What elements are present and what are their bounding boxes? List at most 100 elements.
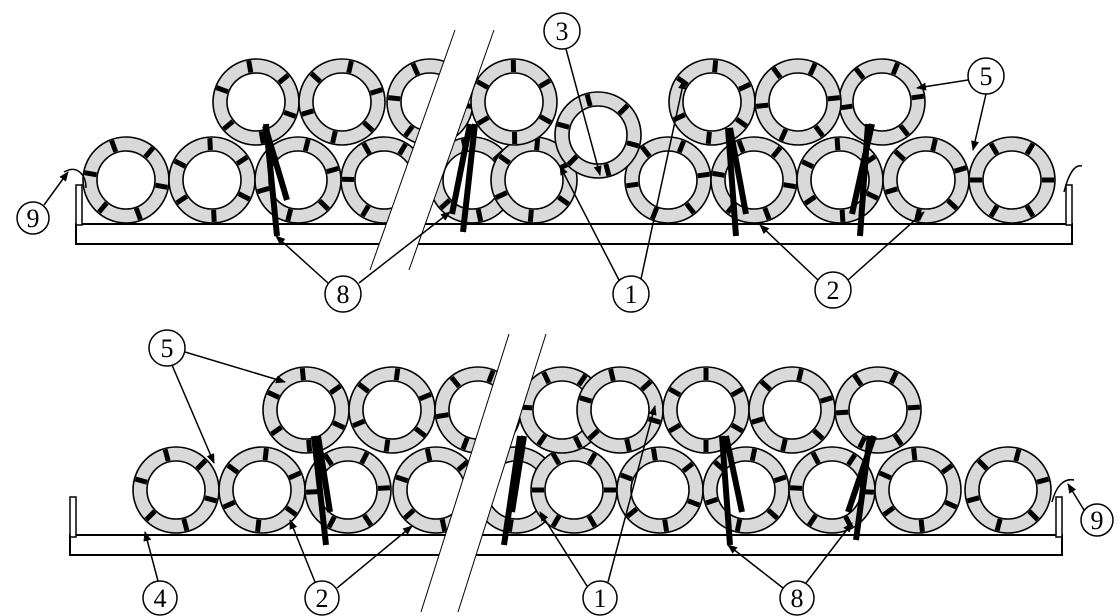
ring-mark	[705, 496, 719, 506]
ring-mark	[734, 518, 743, 532]
coil-ring	[968, 136, 1056, 224]
ring-mark	[439, 518, 448, 532]
ring-mark	[109, 139, 119, 153]
coil-ring	[624, 136, 712, 224]
coil-ring	[132, 446, 220, 534]
ring-mark	[625, 506, 639, 519]
ring-mark	[619, 472, 633, 482]
strapping-bar	[723, 435, 745, 513]
ring-mark	[697, 171, 710, 179]
ring-mark	[323, 453, 334, 467]
ring-mark	[946, 198, 959, 211]
strapping-bar	[460, 123, 478, 233]
ring-mark	[536, 433, 548, 447]
ring-mark	[640, 379, 653, 392]
ring-mark	[803, 194, 817, 206]
top-break-band	[370, 30, 494, 270]
svg-text:3: 3	[556, 17, 569, 46]
ring-mark	[712, 59, 719, 73]
coil-ring	[748, 366, 836, 454]
ring-mark	[84, 170, 97, 178]
coil-ring	[834, 366, 922, 454]
ring-mark	[283, 109, 297, 119]
top-pallet-left-post	[75, 184, 83, 226]
ring-mark	[538, 78, 552, 89]
ring-mark	[357, 382, 370, 394]
ring-mark	[738, 82, 752, 92]
ring-mark	[730, 422, 744, 434]
svg-text:2: 2	[827, 276, 840, 305]
top-pallet-right-post	[1065, 184, 1073, 226]
ring-mark	[736, 139, 746, 153]
ring-mark	[796, 368, 804, 382]
ring-mark	[647, 416, 661, 425]
top-callout-5: 5	[916, 57, 1005, 151]
ring-mark	[246, 60, 254, 73]
ring-mark	[418, 391, 432, 402]
ring-mark	[155, 182, 168, 190]
strapping-bar	[719, 435, 733, 546]
ring-mark	[173, 158, 187, 169]
bottom-wire-right	[1051, 478, 1075, 503]
coil-ring	[576, 366, 664, 454]
ring-mark	[893, 149, 906, 162]
ring-mark	[360, 204, 371, 218]
ring-mark	[302, 138, 311, 152]
ring-mark	[476, 79, 490, 90]
ring-mark	[780, 438, 788, 452]
ring-mark	[911, 93, 924, 101]
ring-mark	[751, 416, 765, 425]
svg-text:2: 2	[316, 584, 329, 613]
ring-mark	[766, 508, 779, 520]
ring-mark	[359, 451, 370, 465]
top-coil-rings	[82, 58, 1056, 224]
ring-mark	[1013, 448, 1022, 462]
ring-mark	[676, 140, 687, 154]
bottom-strapping-bars	[311, 435, 877, 546]
ring-mark	[498, 153, 511, 165]
ring-mark	[885, 186, 899, 195]
ring-mark	[222, 499, 236, 510]
ring-mark	[557, 195, 570, 207]
ring-mark	[735, 117, 748, 129]
ring-mark	[144, 509, 157, 522]
ring-mark	[839, 209, 846, 223]
ring-mark	[475, 208, 484, 222]
coil-ring	[348, 366, 436, 454]
ring-mark	[369, 87, 383, 96]
ring-mark	[586, 452, 598, 466]
ring-mark	[865, 190, 879, 201]
ring-mark	[898, 124, 910, 137]
svg-text:8: 8	[791, 584, 804, 613]
ring-mark	[624, 438, 632, 452]
svg-text:1: 1	[594, 584, 607, 613]
ring-mark	[175, 194, 189, 205]
coil-ring	[754, 58, 842, 146]
ring-mark	[566, 154, 579, 167]
ring-mark	[258, 131, 266, 144]
strapping-bar	[845, 435, 877, 513]
ring-mark	[771, 66, 783, 80]
ring-mark	[424, 448, 433, 462]
ring-mark	[395, 474, 409, 484]
ring-mark	[584, 93, 593, 107]
ring-mark	[181, 518, 190, 532]
ring-mark	[207, 137, 213, 151]
ring-mark	[911, 447, 918, 461]
ring-mark	[362, 513, 373, 527]
coil-ring	[882, 136, 970, 224]
svg-text:5: 5	[980, 62, 993, 91]
ring-mark	[362, 120, 375, 133]
ring-mark	[976, 458, 989, 471]
strapping-bar	[725, 127, 739, 237]
ring-mark	[255, 519, 262, 533]
ring-mark	[762, 207, 772, 221]
ring-mark	[506, 519, 514, 532]
ring-mark	[352, 418, 366, 429]
top-strapping-bars	[262, 123, 875, 237]
ring-mark	[162, 448, 171, 462]
ring-mark	[222, 119, 235, 131]
ring-mark	[846, 453, 857, 467]
top-wire-left	[63, 168, 87, 189]
